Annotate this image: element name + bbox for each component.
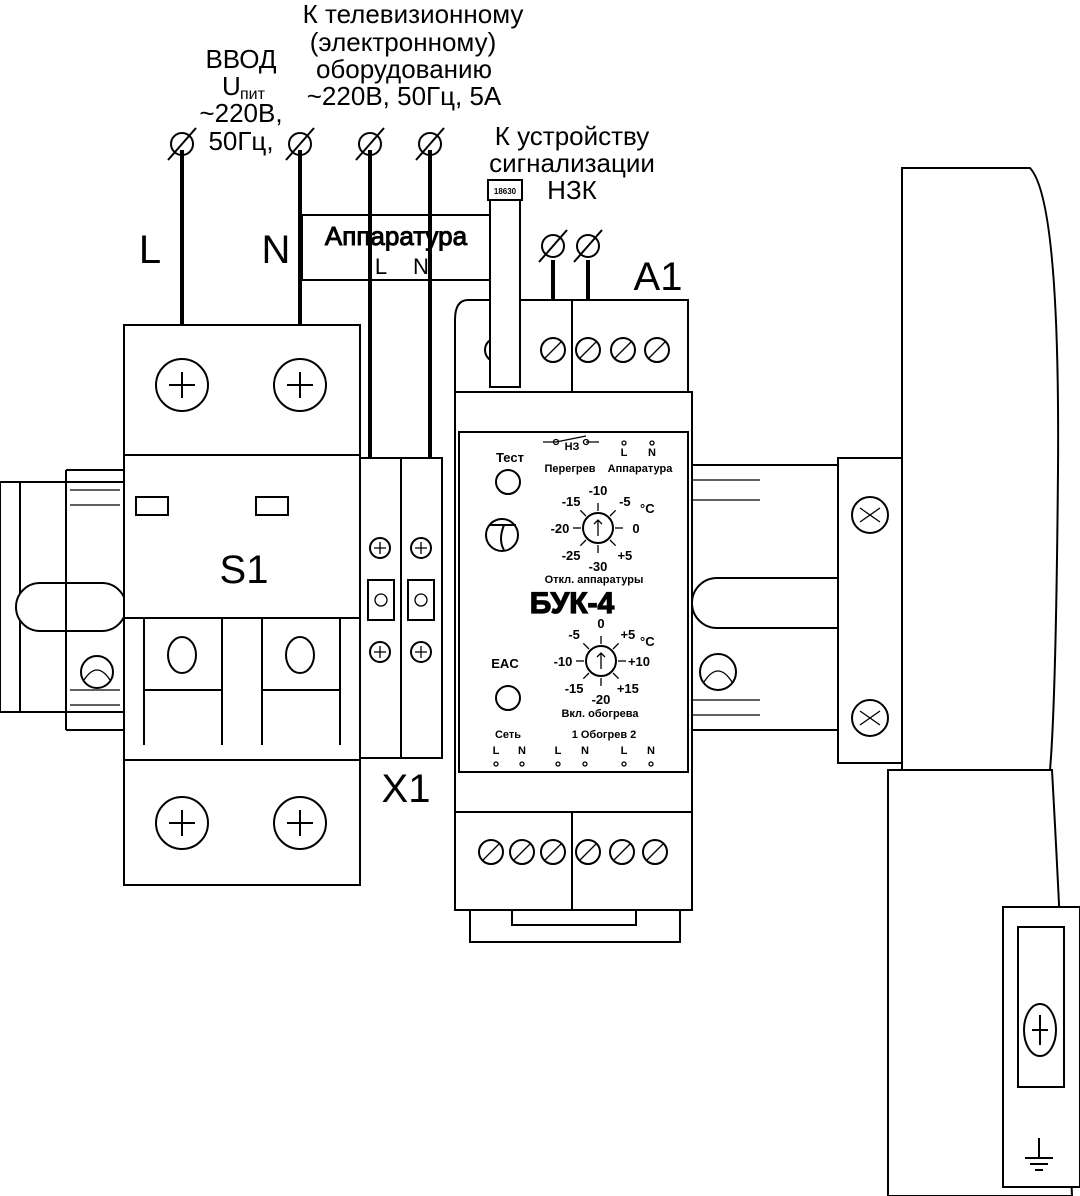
- dial-off-equipment[interactable]: -10 -50+5 -30 -25 -20 -15: [551, 483, 640, 574]
- relay-bottom-term-label: L: [555, 745, 562, 757]
- relay-bottom-term-dot: [519, 761, 525, 767]
- dial-off-tick-label: -15: [562, 494, 581, 509]
- dial-on-tick-label: -20: [592, 692, 611, 707]
- dial-on-tick-label: +10: [628, 654, 650, 669]
- dial-on-arrow-icon: [596, 652, 606, 669]
- test-label: Тест: [496, 450, 524, 465]
- dial-on-tick-label: 0: [597, 616, 604, 631]
- breaker-s1: [123, 324, 361, 886]
- terminal-block-x1: [359, 457, 443, 759]
- off-equipment-label: Откл. аппаратуры: [545, 574, 644, 586]
- relay-label: А1: [634, 255, 683, 299]
- input-note-line2: U: [222, 71, 241, 101]
- breaker-screw-icons: [169, 372, 313, 836]
- nc-contact-icon: [543, 435, 599, 446]
- dial-on-tick: [582, 672, 590, 680]
- equipment-tag-l: L: [375, 254, 387, 279]
- tv-note-line3: оборудованию: [316, 54, 492, 84]
- wires: [180, 150, 590, 458]
- tv-note-line2: (электронному): [310, 27, 496, 57]
- din-rail: [0, 464, 883, 731]
- on-heating-label: Вкл. обогрева: [561, 708, 639, 720]
- dial-off-tick-label: 0: [632, 521, 639, 536]
- input-note-line4: 50Гц,: [208, 126, 273, 156]
- tv-note-line4: ~220В, 50Гц, 5А: [307, 81, 502, 111]
- dial-on-heating[interactable]: 0 +5 +10 +15 -20 -15 -10 -5: [554, 616, 650, 707]
- relay-bottom-term-label: N: [647, 745, 655, 757]
- dial-on-tick-label: -15: [565, 681, 584, 696]
- breaker-label: S1: [220, 548, 269, 592]
- heating-label: 1 Обогрев 2: [572, 729, 637, 741]
- test-button[interactable]: [495, 469, 521, 495]
- dial-off-tick: [609, 509, 617, 517]
- alarm-note-line1: К устройству: [495, 121, 650, 151]
- equipment-tag-title: Аппаратура: [325, 221, 468, 251]
- top-n-label: N: [648, 447, 656, 459]
- dial-on-tick-label: +15: [617, 681, 639, 696]
- relay-bottom-term-label: L: [621, 745, 628, 757]
- dial-off-tick-label: -10: [589, 483, 608, 498]
- input-note-line3: ~220В,: [199, 98, 282, 128]
- relay-bottom-screws: [478, 839, 668, 865]
- relay-bottom-term-label: N: [518, 745, 526, 757]
- dial-on-tick-label: -10: [554, 654, 573, 669]
- dial-off-tick-label: -5: [619, 494, 631, 509]
- unit-label-bottom: °С: [640, 634, 655, 649]
- wire-label-n: N: [262, 228, 291, 272]
- terminal-block-label: X1: [382, 767, 431, 811]
- dial-on-knob[interactable]: [585, 645, 617, 677]
- dial-off-tick: [579, 509, 587, 517]
- model-label: БУК-4: [530, 587, 615, 620]
- dial-off-tick: [579, 539, 587, 547]
- alarm-cable: 18630: [487, 179, 523, 388]
- tv-note-line1: К телевизионному: [303, 0, 524, 29]
- wire-label-l: L: [139, 228, 161, 272]
- alarm-note-line2: сигнализации: [489, 148, 655, 178]
- relay-bottom-term-dot: [555, 761, 561, 767]
- input-note-line1: ВВОД: [205, 44, 276, 74]
- dial-off-tick: [609, 539, 617, 547]
- ground-icon: [1025, 1138, 1053, 1171]
- relay-a1: Тест НЗ Перегрев Аппаратура L N -10-50+5…: [454, 299, 693, 943]
- dial-on-tick-label: +5: [620, 627, 635, 642]
- dial-on-tick-label: -5: [568, 627, 580, 642]
- overheat-label: Перегрев: [544, 463, 595, 475]
- relay-bottom-term-dot: [493, 761, 499, 767]
- unit-label-top: °С: [640, 501, 655, 516]
- dial-on-tick: [612, 642, 620, 650]
- dial-off-tick-label: -25: [562, 548, 581, 563]
- eac-mark-icon: EAC: [491, 656, 519, 671]
- input-note-line2-sub: пит: [240, 86, 266, 103]
- dial-off-knob[interactable]: [582, 512, 614, 544]
- alarm-note-line3: НЗК: [547, 175, 597, 205]
- equipment-label: Аппаратура: [608, 463, 674, 475]
- cabinet-right: [837, 167, 1080, 1196]
- network-indicator: [495, 685, 521, 711]
- cable-marker: 18630: [494, 187, 517, 196]
- relay-bottom-term-label: L: [493, 745, 500, 757]
- brand-logo-icon: [485, 518, 519, 552]
- top-l-label: L: [621, 447, 628, 459]
- network-label: Сеть: [495, 729, 521, 741]
- relay-bottom-term-dot: [582, 761, 588, 767]
- dial-on-tick: [612, 672, 620, 680]
- dial-off-arrow-icon: [593, 519, 603, 536]
- equipment-tag: Аппаратура L N: [301, 214, 491, 281]
- terminal-symbols: [167, 127, 603, 263]
- dial-on-tick: [582, 642, 590, 650]
- relay-bottom-term-dot: [648, 761, 654, 767]
- dial-off-tick-label: -20: [551, 521, 570, 536]
- nc-label: НЗ: [565, 441, 580, 453]
- relay-bottom-term-dot: [621, 761, 627, 767]
- equipment-tag-n: N: [413, 254, 429, 279]
- dial-off-tick-label: -30: [589, 559, 608, 574]
- dial-off-tick-label: +5: [617, 548, 632, 563]
- relay-bottom-term-label: N: [581, 745, 589, 757]
